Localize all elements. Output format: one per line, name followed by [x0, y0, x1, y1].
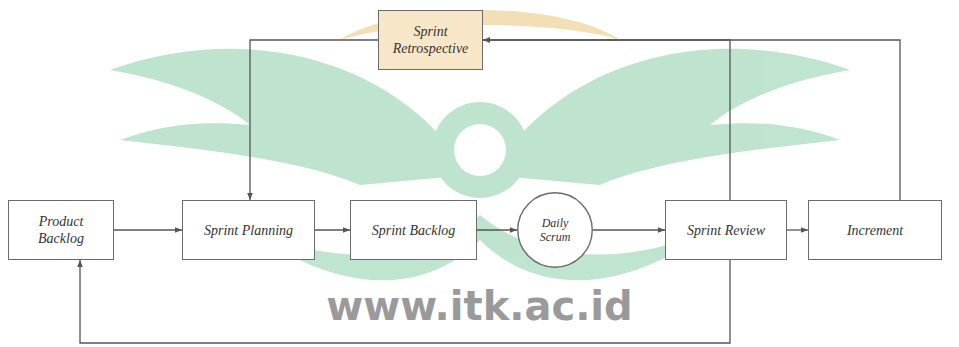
flow-arrow — [477, 229, 517, 230]
backlog-box: Sprint Backlog — [350, 200, 477, 260]
node-label: Sprint Planning — [204, 222, 293, 239]
scrum-circle: Daily Scrum — [517, 192, 593, 268]
flow-arrow — [787, 229, 808, 230]
node-label: Sprint Review — [687, 222, 765, 239]
watermark-holder: www.itk.ac.id — [0, 283, 959, 329]
flow-arrow — [483, 40, 900, 200]
backlog-box: Product Backlog — [8, 200, 114, 260]
logo-center-hole — [454, 124, 506, 176]
review-box: Sprint Review — [665, 200, 787, 260]
node-label: Increment — [847, 222, 903, 239]
flow-arrow — [80, 260, 730, 343]
planning-box: Sprint Planning — [182, 200, 315, 260]
flow-arrow — [593, 229, 665, 230]
flow-arrow — [114, 229, 182, 230]
node-label: Sprint Backlog — [372, 222, 456, 239]
logo-wing — [490, 49, 850, 185]
flow-arrow — [315, 229, 350, 230]
increment-box: Increment — [808, 200, 942, 260]
watermark-text: www.itk.ac.id — [326, 283, 632, 329]
node-label: Product Backlog — [17, 213, 105, 247]
node-label: Sprint Retrospective — [387, 23, 474, 57]
logo-center — [432, 102, 528, 198]
node-label: Daily Scrum — [527, 216, 583, 244]
flow-arrow — [483, 40, 730, 200]
retrospective-box: Sprint Retrospective — [378, 10, 483, 70]
flow-arrow — [250, 40, 378, 200]
logo-lower — [250, 215, 710, 280]
